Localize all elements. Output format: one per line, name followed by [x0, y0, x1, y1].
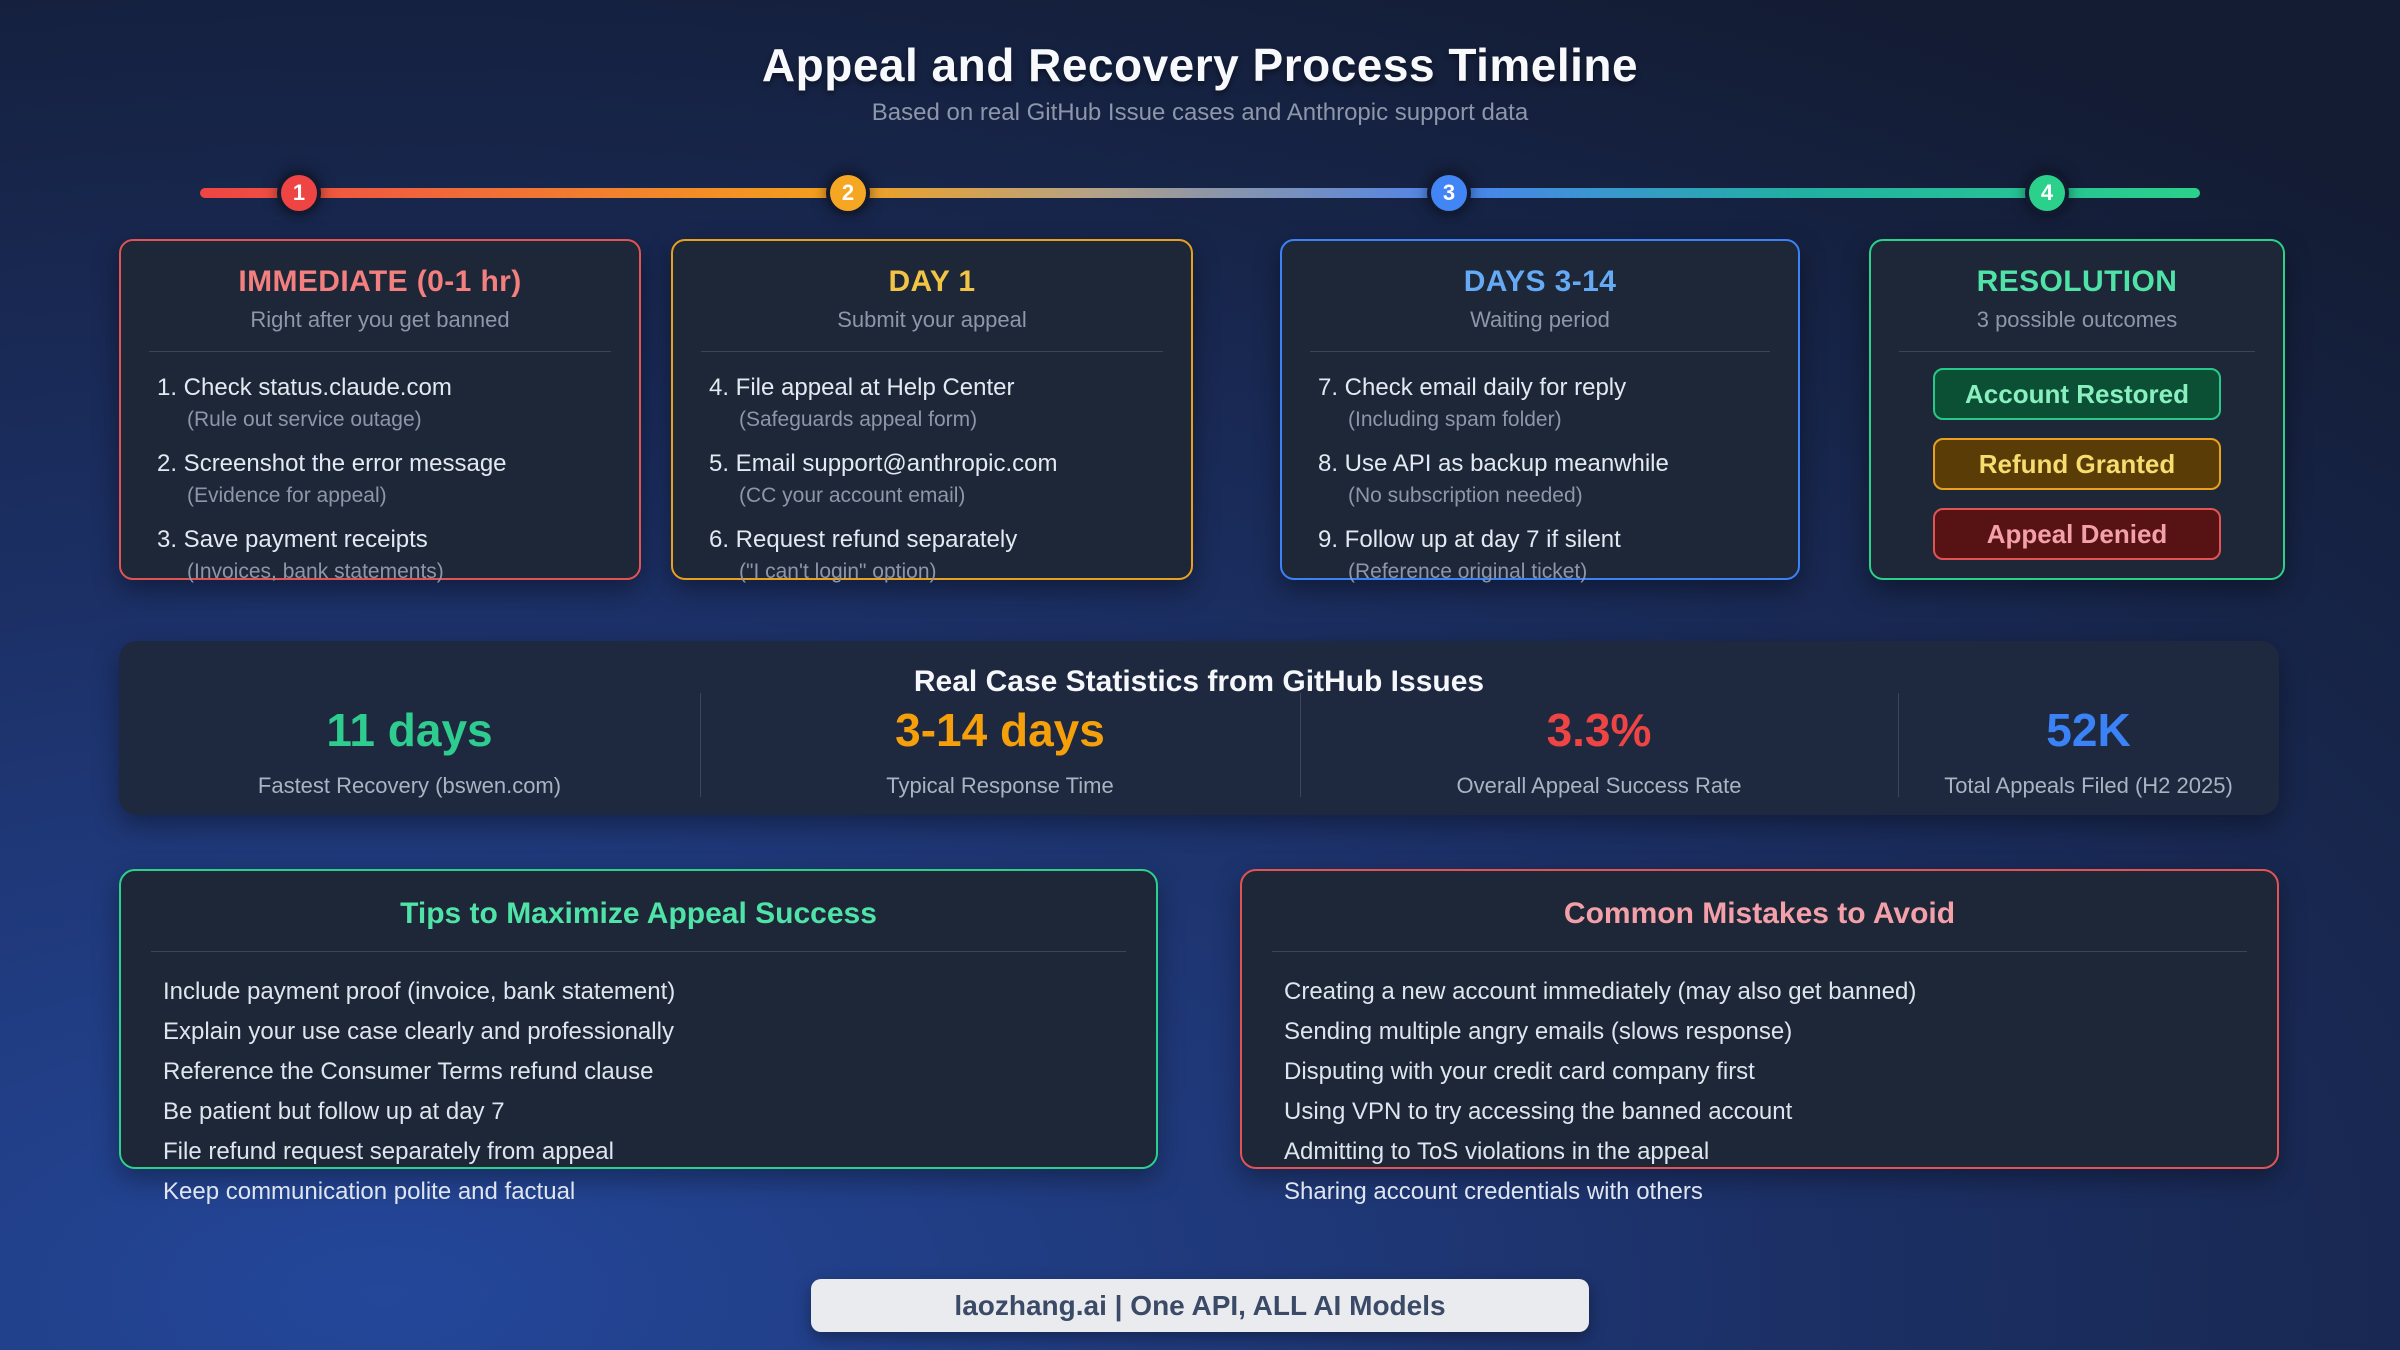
divider — [1300, 693, 1301, 797]
list-item: Explain your use case clearly and profes… — [163, 1018, 674, 1045]
outcome-badge-appeal-denied: Appeal Denied — [1933, 508, 2221, 560]
phase-steps: 7. Check email daily for reply (Includin… — [1282, 352, 1798, 584]
footer-brand-text: laozhang.ai | One API, ALL AI Models — [954, 1289, 1446, 1321]
phase-card-resolution: RESOLUTION 3 possible outcomes Account R… — [1869, 239, 2285, 580]
step-text: 1. Check status.claude.com — [157, 374, 452, 401]
stat-value: 11 days — [326, 704, 493, 756]
step-note: ("I can't login" option) — [739, 560, 937, 583]
step-item: 5. Email support@anthropic.com (CC your … — [709, 450, 1155, 508]
phase-subtitle: Right after you get banned — [250, 307, 510, 332]
step-text: 2. Screenshot the error message — [157, 450, 507, 477]
divider — [149, 351, 611, 352]
step-item: 8. Use API as backup meanwhile (No subsc… — [1318, 450, 1762, 508]
phase-subtitle: 3 possible outcomes — [1976, 307, 2178, 332]
tips-card: Tips to Maximize Appeal Success Include … — [119, 869, 1158, 1205]
stat-fastest-recovery: 11 days Fastest Recovery (bswen.com) — [119, 703, 700, 799]
list-item: File refund request separately from appe… — [163, 1138, 614, 1165]
outcome-badge-refund-granted: Refund Granted — [1933, 438, 2221, 490]
divider — [700, 693, 701, 797]
list-item: Keep communication polite and factual — [163, 1178, 576, 1205]
step-note: (Invoices, bank statements) — [187, 560, 444, 583]
list-item: Creating a new account immediately (may … — [1284, 978, 1917, 1005]
stat-value: 3-14 days — [895, 704, 1105, 756]
phase-subtitle: Waiting period — [1470, 307, 1610, 332]
stats-heading: Real Case Statistics from GitHub Issues — [913, 665, 1485, 698]
step-note: (Evidence for appeal) — [187, 484, 387, 507]
divider — [1898, 693, 1899, 797]
list-item: Admitting to ToS violations in the appea… — [1284, 1138, 1710, 1165]
step-note: (Rule out service outage) — [187, 408, 422, 431]
divider — [701, 351, 1163, 352]
timeline-marker-3: 3 — [1427, 171, 1471, 215]
stat-success-rate: 3.3% Overall Appeal Success Rate — [1300, 703, 1898, 799]
phase-steps: 4. File appeal at Help Center (Safeguard… — [673, 352, 1191, 584]
list-item: Sharing account credentials with others — [1284, 1178, 1703, 1205]
step-text: 6. Request refund separately — [709, 526, 1018, 553]
phase-card-day1: DAY 1 Submit your appeal 4. File appeal … — [671, 239, 1193, 583]
step-text: 9. Follow up at day 7 if silent — [1318, 526, 1621, 553]
mistakes-card: Common Mistakes to Avoid Creating a new … — [1240, 869, 2279, 1205]
page-subtitle: Based on real GitHub Issue cases and Ant… — [871, 99, 1529, 126]
phase-steps: 1. Check status.claude.com (Rule out ser… — [121, 352, 639, 584]
step-item: 6. Request refund separately ("I can't l… — [709, 526, 1155, 584]
tips-list: Include payment proof (invoice, bank sta… — [121, 952, 1156, 1206]
phase-subtitle: Submit your appeal — [837, 307, 1027, 332]
timeline-marker-2: 2 — [826, 171, 870, 215]
stat-label: Typical Response Time — [886, 773, 1114, 798]
stat-label: Overall Appeal Success Rate — [1456, 773, 1742, 798]
step-note: (No subscription needed) — [1348, 484, 1583, 507]
stat-total-appeals: 52K Total Appeals Filed (H2 2025) — [1898, 703, 2279, 799]
phase-title: RESOLUTION — [1976, 265, 2178, 298]
step-text: 3. Save payment receipts — [157, 526, 428, 553]
timeline-marker-4: 4 — [2025, 171, 2069, 215]
mistakes-list: Creating a new account immediately (may … — [1242, 952, 2277, 1206]
phase-card-immediate: IMMEDIATE (0-1 hr) Right after you get b… — [119, 239, 641, 583]
tips-title: Tips to Maximize Appeal Success — [400, 897, 877, 930]
step-text: 4. File appeal at Help Center — [709, 374, 1015, 401]
stat-label: Fastest Recovery (bswen.com) — [257, 773, 562, 798]
step-item: 4. File appeal at Help Center (Safeguard… — [709, 374, 1155, 432]
stat-response-time: 3-14 days Typical Response Time — [700, 703, 1300, 799]
phase-card-days-3-14: DAYS 3-14 Waiting period 7. Check email … — [1280, 239, 1800, 583]
stat-value: 52K — [2046, 704, 2131, 756]
phase-title: DAYS 3-14 — [1463, 265, 1617, 298]
divider — [1899, 351, 2255, 352]
step-text: 8. Use API as backup meanwhile — [1318, 450, 1669, 477]
stats-bar: Real Case Statistics from GitHub Issues … — [119, 641, 2279, 815]
step-text: 7. Check email daily for reply — [1318, 374, 1627, 401]
step-note: (Reference original ticket) — [1348, 560, 1588, 583]
step-text: 5. Email support@anthropic.com — [709, 450, 1058, 477]
step-item: 7. Check email daily for reply (Includin… — [1318, 374, 1762, 432]
mistakes-title: Common Mistakes to Avoid — [1563, 897, 1956, 930]
list-item: Be patient but follow up at day 7 — [163, 1098, 505, 1125]
stat-label: Total Appeals Filed (H2 2025) — [1944, 773, 2233, 798]
step-item: 9. Follow up at day 7 if silent (Referen… — [1318, 526, 1762, 584]
step-item: 1. Check status.claude.com (Rule out ser… — [157, 374, 603, 432]
step-note: (Including spam folder) — [1348, 408, 1562, 431]
divider — [1272, 951, 2247, 952]
list-item: Include payment proof (invoice, bank sta… — [163, 978, 676, 1005]
footer-brand-pill: laozhang.ai | One API, ALL AI Models — [811, 1279, 1589, 1332]
stat-value: 3.3% — [1546, 704, 1652, 756]
step-item: 2. Screenshot the error message (Evidenc… — [157, 450, 603, 508]
timeline-line — [200, 188, 2200, 198]
list-item: Disputing with your credit card company … — [1284, 1058, 1755, 1085]
list-item: Reference the Consumer Terms refund clau… — [163, 1058, 654, 1085]
page-title: Appeal and Recovery Process Timeline — [761, 39, 1639, 91]
step-note: (CC your account email) — [739, 484, 966, 507]
timeline-marker-1: 1 — [277, 171, 321, 215]
outcome-list: Account Restored Refund Granted Appeal D… — [1871, 352, 2283, 560]
step-item: 3. Save payment receipts (Invoices, bank… — [157, 526, 603, 584]
phase-title: DAY 1 — [888, 265, 976, 298]
list-item: Using VPN to try accessing the banned ac… — [1284, 1098, 1793, 1125]
outcome-badge-account-restored: Account Restored — [1933, 368, 2221, 420]
list-item: Sending multiple angry emails (slows res… — [1284, 1018, 1793, 1045]
divider — [1310, 351, 1770, 352]
divider — [151, 951, 1126, 952]
step-note: (Safeguards appeal form) — [739, 408, 978, 431]
phase-title: IMMEDIATE (0-1 hr) — [238, 265, 522, 298]
